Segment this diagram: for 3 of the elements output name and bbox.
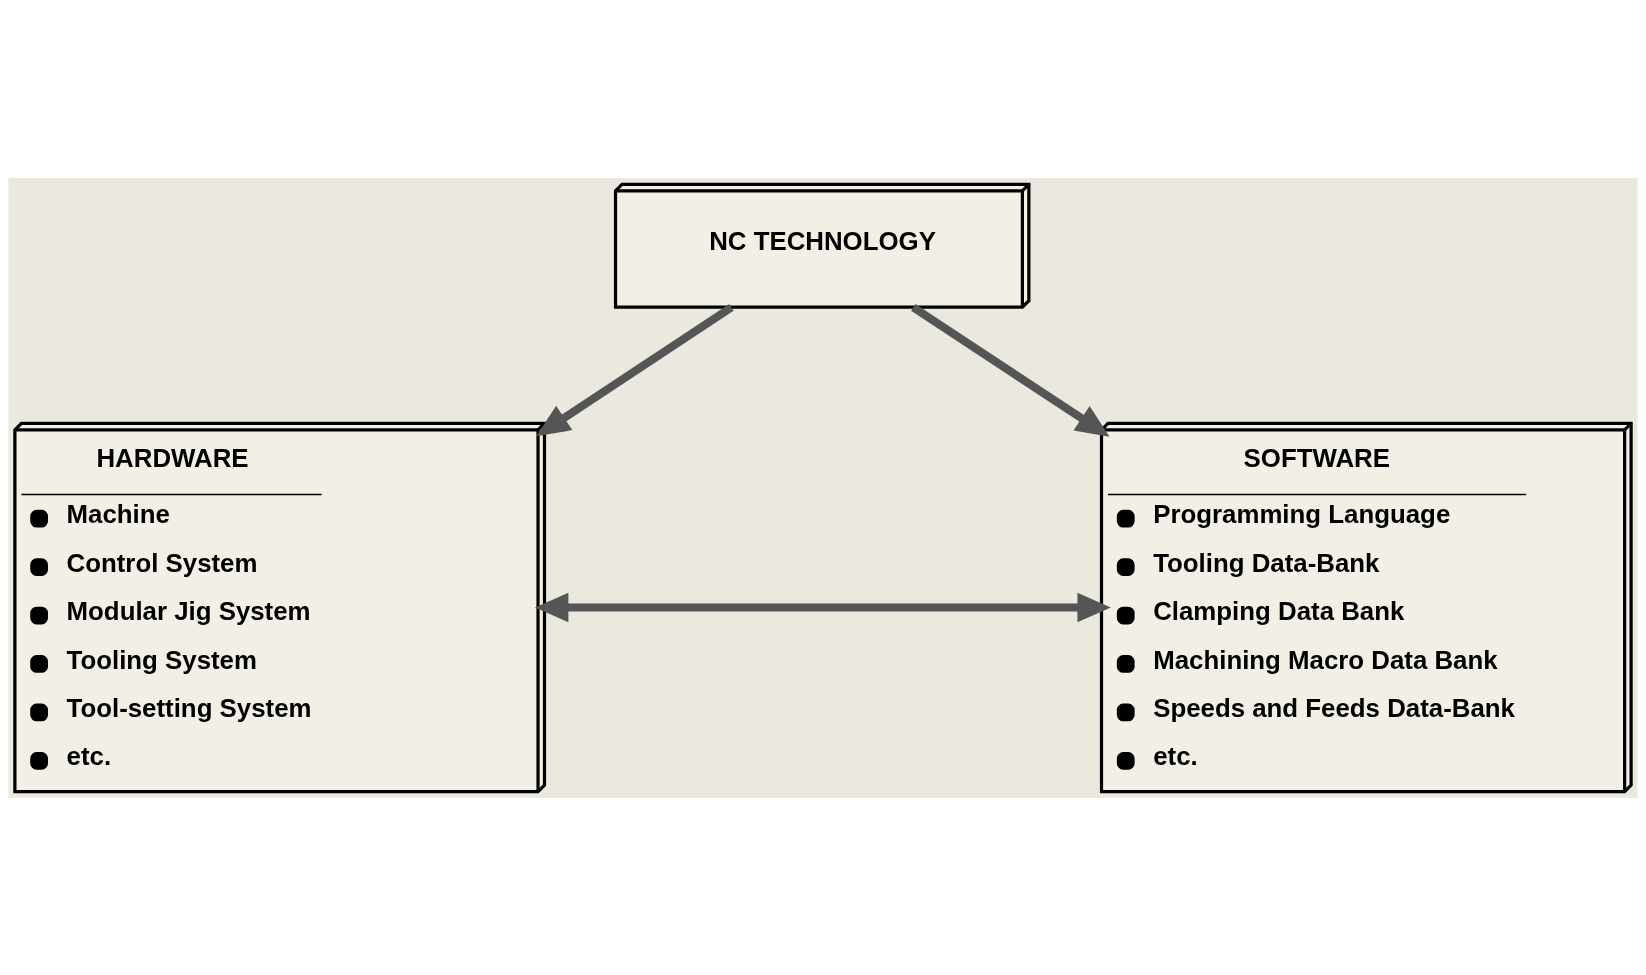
arrow xyxy=(534,592,1111,622)
arrow xyxy=(911,303,1110,437)
arrow xyxy=(536,303,734,436)
